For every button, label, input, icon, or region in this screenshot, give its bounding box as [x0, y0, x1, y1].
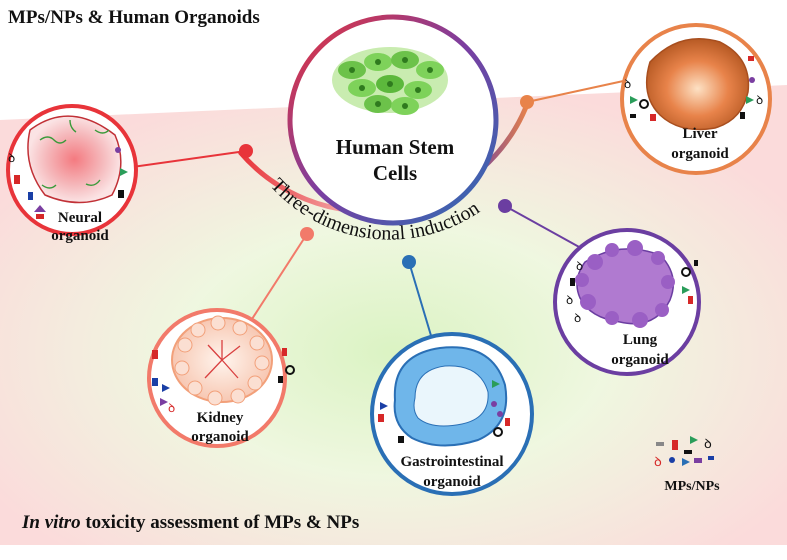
svg-text:ꝺ: ꝺ: [574, 311, 581, 325]
svg-text:ꝺ: ꝺ: [654, 455, 662, 470]
node-liver: [520, 95, 534, 109]
organoid-liver: ꝺ ꝺ Liver organoid: [620, 23, 772, 175]
particles-icon: ꝺ: [8, 147, 128, 219]
hub-label-line1: Human Stem: [336, 135, 455, 159]
bottom-caption-italic: In vitro: [21, 512, 81, 533]
particles-icon: ꝺ: [152, 348, 295, 415]
particles-icon: [378, 380, 510, 443]
connector-liver: [526, 79, 629, 103]
legend-mps-nps: ꝺ ꝺ MPs/NPs: [654, 436, 720, 494]
organoid-gastrointestinal: Gastrointestinal organoid: [370, 332, 534, 496]
hub-stem-cells: Human Stem Cells: [287, 14, 499, 226]
particles-icon: ꝺ ꝺ: [624, 56, 763, 121]
svg-text:ꝺ: ꝺ: [566, 293, 573, 307]
svg-text:ꝺ: ꝺ: [8, 151, 15, 165]
kidney-vessel-icon: [204, 340, 241, 379]
svg-text:ꝺ: ꝺ: [756, 93, 763, 107]
particles-icon: ꝺ ꝺ: [654, 436, 714, 470]
node-neural: [239, 144, 253, 158]
lung-lobe-icon: [575, 240, 675, 328]
label-kidney-line2: organoid: [191, 429, 249, 445]
svg-text:ꝺ: ꝺ: [576, 259, 583, 273]
label-neural-line1: Neural: [58, 210, 102, 226]
svg-text:ꝺ: ꝺ: [168, 401, 175, 415]
connector-lung: [504, 205, 591, 254]
neuron-icon: [39, 119, 110, 189]
node-kidney: [300, 227, 314, 241]
legend-label: MPs/NPs: [664, 479, 720, 494]
label-liver-line1: Liver: [683, 126, 718, 142]
organoid-lung: ꝺ ꝺ ꝺ Lung organoid: [553, 228, 701, 376]
diagram-title: MPs/NPs & Human Organoids: [8, 7, 260, 28]
arc-nodes: [239, 95, 534, 269]
label-gastrointestinal-line1: Gastrointestinal: [400, 454, 503, 470]
label-lung-line1: Lung: [623, 332, 658, 348]
hub-label-line2: Cells: [373, 161, 417, 185]
stem-cell-cluster-icon: [332, 47, 448, 115]
bottom-caption: In vitro toxicity assessment of MPs & NP…: [21, 512, 359, 533]
organoid-kidney: ꝺ Kidney organoid: [147, 308, 295, 448]
svg-text:ꝺ: ꝺ: [704, 437, 712, 452]
label-kidney-line1: Kidney: [197, 410, 244, 426]
connector-neural: [124, 150, 247, 169]
label-neural-line2: organoid: [51, 228, 109, 244]
node-gastrointestinal: [402, 255, 416, 269]
bottom-caption-rest: toxicity assessment of MPs & NPs: [81, 512, 360, 533]
particles-icon: ꝺ ꝺ ꝺ: [566, 259, 698, 325]
label-lung-line2: organoid: [611, 352, 669, 368]
label-liver-line2: organoid: [671, 146, 729, 162]
label-gastrointestinal-line2: organoid: [423, 474, 481, 490]
svg-text:ꝺ: ꝺ: [624, 77, 631, 91]
organoid-neural: ꝺ Neural organoid: [6, 104, 138, 244]
node-lung: [498, 199, 512, 213]
